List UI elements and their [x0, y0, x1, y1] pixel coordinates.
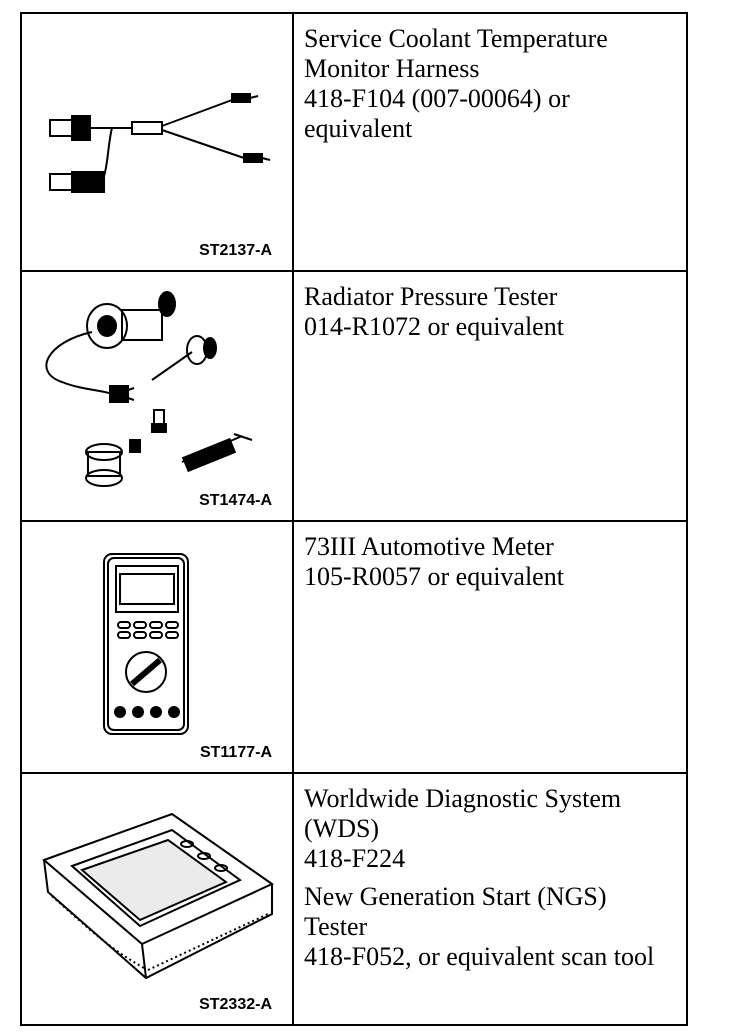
radiator-pressure-tester-icon [45, 291, 253, 487]
figure-id-label: ST1177-A [199, 744, 272, 761]
tool-name-line: Service Coolant Temperature [304, 24, 608, 53]
tool-number-line: 418-F052, or equivalent scan tool [304, 942, 655, 971]
tool-name-line: Radiator Pressure Tester [304, 282, 558, 311]
tool-description: 73III Automotive Meter 105-R0057 or equi… [294, 522, 686, 772]
coolant-temperature-harness-icon [49, 93, 271, 193]
figure-id-label: ST2137-A [199, 242, 272, 259]
tool-name-line: 73III Automotive Meter [304, 532, 554, 561]
tool-image-cell: ST1474-A [22, 272, 294, 520]
tool-row-diagnostic-system: ST2332-A Worldwide Diagnostic System (WD… [22, 772, 686, 1024]
tool-row-automotive-meter: ST1177-A 73III Automotive Meter 105-R005… [22, 520, 686, 772]
diagnostic-scan-tool-icon [42, 812, 274, 980]
tool-name-line: (WDS) [304, 814, 380, 843]
tool-name-line: Tester [304, 912, 368, 941]
figure-id-label: ST1474-A [199, 492, 272, 509]
tool-image-cell: ST1177-A [22, 522, 294, 772]
tool-description: Worldwide Diagnostic System (WDS) 418-F2… [294, 774, 686, 1024]
tool-row-radiator-tester: ST1474-A Radiator Pressure Tester 014-R1… [22, 270, 686, 520]
tool-name-line: Monitor Harness [304, 54, 480, 83]
automotive-meter-icon [103, 553, 189, 735]
special-tools-table: ST2137-A Service Coolant Temperature Mon… [20, 12, 688, 1026]
tool-image-cell: ST2332-A [22, 774, 294, 1024]
tool-name-line: New Generation Start (NGS) [304, 882, 607, 911]
tool-name-line: Worldwide Diagnostic System [304, 784, 622, 813]
tool-number-line: 105-R0057 or equivalent [304, 562, 564, 591]
tool-number-line: equivalent [304, 114, 413, 143]
tool-number-line: 014-R1072 or equivalent [304, 312, 564, 341]
tool-description: Radiator Pressure Tester 014-R1072 or eq… [294, 272, 686, 520]
figure-id-label: ST2332-A [199, 996, 272, 1013]
tool-description: Service Coolant Temperature Monitor Harn… [294, 14, 686, 270]
tool-row-coolant-harness: ST2137-A Service Coolant Temperature Mon… [22, 14, 686, 270]
tool-number-line: 418-F104 (007-00064) or [304, 84, 570, 113]
tool-number-line: 418-F224 [304, 844, 406, 873]
tool-image-cell: ST2137-A [22, 14, 294, 270]
